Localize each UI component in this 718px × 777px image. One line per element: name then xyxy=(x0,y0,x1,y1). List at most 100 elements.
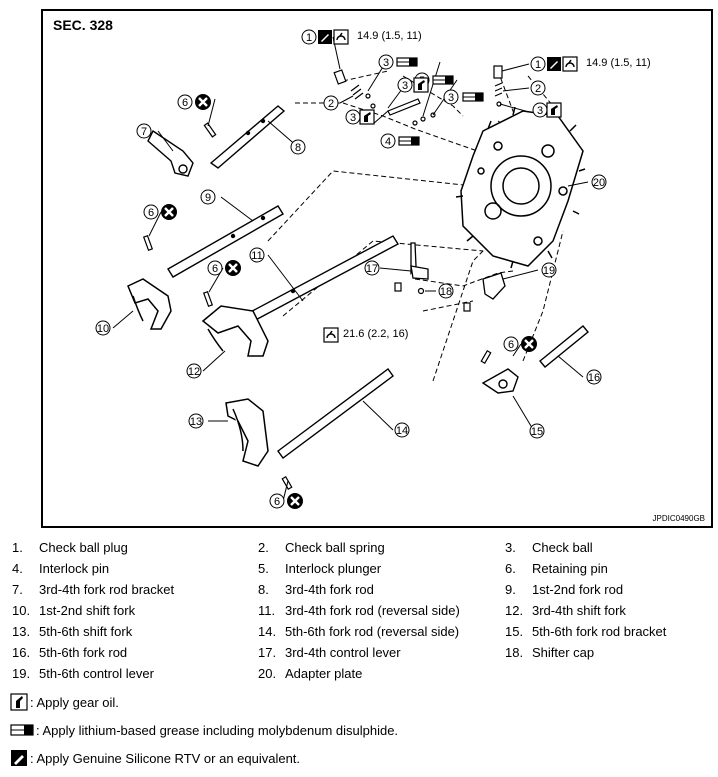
legend-item-name: Interlock plunger xyxy=(285,561,382,576)
legend-item-number: 17. xyxy=(258,645,277,660)
legend-item-name: 1st-2nd shift fork xyxy=(39,603,136,618)
svg-text:13: 13 xyxy=(190,416,202,428)
legend-item-name: Check ball xyxy=(532,540,593,555)
legend-item-number: 9. xyxy=(505,582,516,597)
legend-item: 14.5th-6th fork rod (reversal side) xyxy=(258,624,498,642)
fork-12-drawing xyxy=(201,305,269,357)
legend-item-number: 6. xyxy=(505,561,516,576)
legend-item-number: 20. xyxy=(258,666,277,681)
svg-text:6: 6 xyxy=(182,97,188,109)
legend-item: 11.3rd-4th fork rod (reversal side) xyxy=(258,603,498,621)
rtv-icon xyxy=(11,750,27,766)
rod-14-drawing xyxy=(277,368,394,459)
svg-text:6: 6 xyxy=(274,496,280,508)
legend-item: 8. 3rd-4th fork rod xyxy=(258,582,498,600)
svg-text:3: 3 xyxy=(350,112,356,124)
svg-text:6: 6 xyxy=(148,207,154,219)
legend-item-name: 5th-6th fork rod bracket xyxy=(532,624,667,639)
legend-item-number: 13. xyxy=(12,624,31,639)
svg-text:14: 14 xyxy=(396,425,408,437)
legend-item-name: Adapter plate xyxy=(285,666,363,681)
legend-item-number: 5. xyxy=(258,561,269,576)
legend-item: 10. 1st-2nd shift fork xyxy=(12,603,252,621)
legend-item: 4. Interlock pin xyxy=(12,561,252,579)
legend-item-name: 3rd-4th fork rod bracket xyxy=(39,582,175,597)
torque-spec-b: 14.9 (1.5, 11) xyxy=(586,57,651,69)
svg-text:3: 3 xyxy=(383,57,389,69)
legend-item-name: Retaining pin xyxy=(532,561,608,576)
note-gear-oil: : Apply gear oil. xyxy=(10,688,398,716)
legend-item-number: 15. xyxy=(505,624,524,639)
rod-16-drawing xyxy=(539,325,589,368)
svg-text:2: 2 xyxy=(328,98,334,110)
rod-9-drawing xyxy=(167,205,284,278)
legend-item: 5. Interlock plunger xyxy=(258,561,498,579)
torque-spec-c: 21.6 (2.2, 16) xyxy=(343,328,409,340)
svg-text:3: 3 xyxy=(537,105,543,117)
legend-item-number: 8. xyxy=(258,582,269,597)
diagram-drawing: 1 2 3 3 3 3 4 5 3 1 2 6 7 8 20 9 6 11 6 … xyxy=(95,29,607,511)
fork-10-drawing xyxy=(127,278,172,330)
svg-text:11: 11 xyxy=(251,250,262,262)
legend-item-number: 4. xyxy=(12,561,23,576)
legend-item-name: 3rd-4th fork rod xyxy=(285,582,374,597)
note-rtv-text: : Apply Genuine Silicone RTV or an equiv… xyxy=(30,750,301,766)
svg-text:3: 3 xyxy=(448,92,454,104)
fork-13-drawing xyxy=(225,398,269,467)
exploded-diagram: 1 2 3 3 3 3 4 5 3 1 2 6 7 8 20 9 6 11 6 … xyxy=(41,9,713,528)
legend-item-name: Shifter cap xyxy=(532,645,595,660)
rod-8-drawing xyxy=(209,105,286,169)
svg-text:12: 12 xyxy=(188,366,200,378)
legend-item: 15. 5th-6th fork rod bracket xyxy=(505,624,718,642)
legend-item-name: 3rd-4th control lever xyxy=(285,645,401,660)
figure-code: JPDIC0490GB xyxy=(652,514,705,523)
svg-text:6: 6 xyxy=(212,263,218,275)
legend-item: 19.5th-6th control lever xyxy=(12,666,252,684)
legend-item-name: 5th-6th fork rod (reversal side) xyxy=(285,624,460,639)
legend-item-name: 5th-6th fork rod xyxy=(39,645,128,660)
svg-text:2: 2 xyxy=(535,83,541,95)
svg-text:18: 18 xyxy=(440,286,452,298)
legend-item: 13.5th-6th shift fork xyxy=(12,624,252,642)
legend-item: 12.3rd-4th shift fork xyxy=(505,603,718,621)
note-grease: : Apply lithium-based grease including m… xyxy=(10,716,398,744)
legend-item: 6. Retaining pin xyxy=(505,561,718,579)
legend-item-number: 18. xyxy=(505,645,524,660)
legend-item: 16.5th-6th fork rod xyxy=(12,645,252,663)
legend-item: 17. 3rd-4th control lever xyxy=(258,645,498,663)
section-label: SEC. 328 xyxy=(53,17,113,33)
svg-text:9: 9 xyxy=(205,192,211,204)
legend-item: 20. Adapter plate xyxy=(258,666,498,684)
adapter-plate-drawing xyxy=(455,106,586,269)
legend-item-name: Check ball spring xyxy=(285,540,385,555)
legend-item-number: 3. xyxy=(505,540,516,555)
legend-item-number: 2. xyxy=(258,540,269,555)
bracket-15-drawing xyxy=(481,368,519,394)
legend-item-name: 5th-6th control lever xyxy=(39,666,154,681)
note-grease-text: : Apply lithium-based grease including m… xyxy=(36,722,399,738)
svg-text:1: 1 xyxy=(306,32,312,44)
legend-item-name: 3rd-4th fork rod (reversal side) xyxy=(285,603,460,618)
bracket-7-drawing xyxy=(147,129,194,177)
callouts: 1 2 3 3 3 3 4 5 3 1 2 6 7 8 20 9 6 11 6 … xyxy=(95,29,607,509)
note-gear-oil-text: : Apply gear oil. xyxy=(30,694,119,710)
svg-text:16: 16 xyxy=(588,372,600,384)
legend-item-number: 1. xyxy=(12,540,23,555)
svg-text:4: 4 xyxy=(385,136,391,148)
svg-text:19: 19 xyxy=(543,265,555,277)
grease-icon xyxy=(10,724,34,736)
legend-item-number: 7. xyxy=(12,582,23,597)
svg-text:15: 15 xyxy=(531,426,543,438)
gear-oil-icon xyxy=(10,693,28,711)
legend-item-name: Check ball plug xyxy=(39,540,128,555)
legend-item-number: 10. xyxy=(12,603,31,618)
legend-item-name: Interlock pin xyxy=(39,561,110,576)
svg-text:1: 1 xyxy=(535,59,541,71)
svg-text:10: 10 xyxy=(97,323,109,335)
legend-item: 3. Check ball xyxy=(505,540,718,558)
legend-item: 9.1st-2nd fork rod xyxy=(505,582,718,600)
legend-item-name: 3rd-4th shift fork xyxy=(532,603,626,618)
legend-item: 1. Check ball plug xyxy=(12,540,252,558)
svg-text:8: 8 xyxy=(295,142,301,154)
note-rtv: : Apply Genuine Silicone RTV or an equiv… xyxy=(10,744,398,772)
